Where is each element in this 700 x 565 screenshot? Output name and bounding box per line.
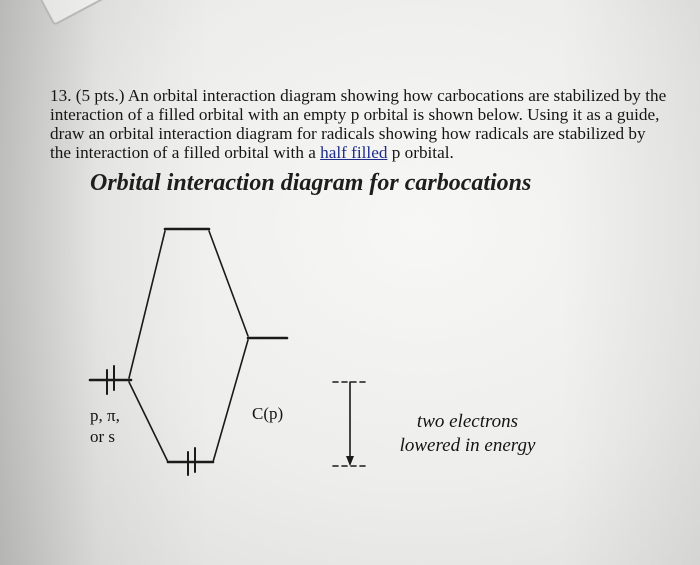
question-line-3: draw an orbital interaction diagram for … <box>50 124 646 143</box>
energy-lowering-note: two electrons lowered in energy <box>380 410 555 458</box>
energy-note-line-2: lowered in energy <box>399 435 536 456</box>
correlation-line-filled-to-bonding <box>128 381 169 463</box>
filled-orbital-label-line-1: p, π, <box>90 406 120 425</box>
arrowhead-icon <box>346 456 354 466</box>
filled-orbital-label-line-2: or s <box>90 427 116 446</box>
question-line-2: interaction of a filled orbital with an … <box>50 105 660 124</box>
question-line-4-end: p orbital. <box>387 143 454 162</box>
correlation-line-filled-to-antibonding <box>128 230 166 379</box>
half-filled-underlined: half filled <box>320 143 388 162</box>
question-line-4-start: the interaction of a filled orbital with… <box>50 143 321 162</box>
energy-note-line-1: two electrons <box>416 411 519 432</box>
question-line-4: the interaction of a filled orbital with… <box>50 143 700 162</box>
correlation-line-cp-to-bonding <box>212 339 249 463</box>
filled-orbital-label: p, π, or s <box>90 405 120 447</box>
question-text: 13. (5 pts.) An orbital interaction diag… <box>50 86 700 162</box>
correlation-line-cp-to-antibonding <box>208 230 249 337</box>
cp-orbital-label: C(p) <box>252 404 284 423</box>
diagram-title: Orbital interaction diagram for carbocat… <box>90 170 532 196</box>
question-line-1: 13. (5 pts.) An orbital interaction diag… <box>50 86 667 105</box>
